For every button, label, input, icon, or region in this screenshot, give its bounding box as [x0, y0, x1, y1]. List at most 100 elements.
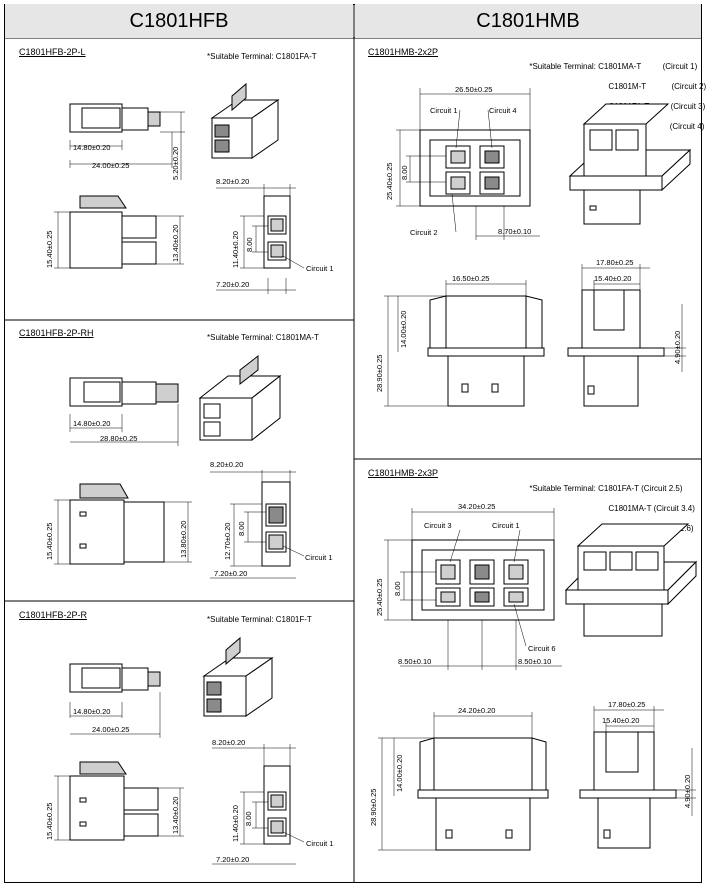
terminal-note: *Suitable Terminal: C1801F-T — [207, 615, 312, 624]
dim-7-20: 7.20±0.20 — [216, 855, 249, 864]
dim-14-80: 14.80±0.20 — [73, 143, 110, 152]
terminal-part-1: C1801FA-T — [598, 484, 639, 493]
section-title: C1801HMB-2x2P — [368, 47, 439, 57]
iso-view — [198, 354, 282, 442]
side-view-b — [567, 264, 686, 407]
terminal-circuit-2: (Circuit 2) — [671, 82, 706, 91]
label-circuit-3: Circuit 3 — [424, 521, 452, 530]
dim-8-70: 8.70±0.10 — [498, 227, 531, 236]
dim-17-80: 17.80±0.25 — [608, 700, 645, 709]
terminal-circuit-1: (Circuit 1) — [662, 62, 698, 71]
dim-4-90: 4.90±0.20 — [683, 775, 692, 808]
dim-8-50-right: 8.50±0.10 — [518, 657, 551, 666]
front-view-bottom — [54, 483, 192, 565]
side-view-top — [69, 663, 161, 738]
section-title: C1801HFB-2P-L — [19, 47, 86, 57]
terminal-part-2: C1801M-T — [608, 82, 647, 91]
dim-8-00: 8.00 — [400, 165, 409, 180]
dim-28-90: 28.90±0.25 — [375, 355, 384, 392]
label-circuit-4: Circuit 4 — [489, 106, 517, 115]
dim-16-50: 16.50±0.25 — [452, 274, 489, 283]
dim-13-80: 13.80±0.20 — [179, 521, 188, 558]
dim-14-80: 14.80±0.20 — [73, 419, 110, 428]
label-circuit-1: Circuit 1 — [492, 521, 520, 530]
dim-28-80: 28.80±0.25 — [100, 434, 137, 443]
iso-view — [564, 523, 698, 637]
end-view — [210, 470, 305, 579]
dim-13-40: 13.40±0.20 — [171, 225, 180, 262]
terminal-circuit-3: (Circuit 3) — [670, 102, 706, 111]
dim-8-00: 8.00 — [237, 521, 246, 536]
front-view-bottom — [54, 195, 184, 269]
section-title: C1801HMB-2x3P — [368, 468, 439, 478]
terminal-part-1: C1801MA-T — [598, 62, 642, 71]
iso-view — [568, 103, 692, 225]
dim-24-00: 24.00±0.25 — [92, 725, 129, 734]
dim-14-00: 14.00±0.20 — [395, 755, 404, 792]
terminal-label: *Suitable Terminal: — [529, 484, 596, 493]
label-circuit-6: Circuit 6 — [528, 644, 556, 653]
label-circuit-1: Circuit 1 — [306, 839, 334, 848]
label-circuit-1: Circuit 1 — [306, 264, 334, 273]
dim-15-40: 15.40±0.25 — [45, 523, 54, 560]
hmb-2x2-drawings: 26.50±0.25 25.40±0.25 8.00 8.70±0.10 Cir… — [375, 85, 692, 407]
section-hfb-2p-r: C1801HFB-2P-R *Suitable Terminal: C1801F… — [19, 610, 334, 865]
dim-28-90: 28.90±0.25 — [369, 789, 378, 826]
iso-view — [202, 636, 274, 717]
dim-11-40: 11.40±0.20 — [231, 805, 240, 842]
dim-13-40: 13.40±0.20 — [171, 797, 180, 834]
section-title: C1801HFB-2P-R — [19, 610, 88, 620]
dim-25-40: 25.40±0.25 — [385, 163, 394, 200]
terminal-circuit-1: (Circuit 2.5) — [641, 484, 683, 493]
dim-24-20: 24.20±0.20 — [458, 706, 495, 715]
dim-8-00: 8.00 — [244, 811, 253, 826]
label-circuit-1: Circuit 1 — [430, 106, 458, 115]
dim-8-20: 8.20±0.20 — [212, 738, 245, 747]
dim-15-40: 15.40±0.20 — [602, 716, 639, 725]
terminal-note: *Suitable Terminal: C1801FA-T — [207, 52, 317, 61]
dim-15-40: 15.40±0.20 — [594, 274, 631, 283]
label-circuit-2: Circuit 2 — [410, 228, 438, 237]
front-view — [384, 508, 562, 670]
front-view — [396, 88, 540, 240]
terminal-note: *Suitable Terminal: C1801MA-T — [207, 333, 319, 342]
dim-4-90: 4.90±0.20 — [673, 331, 682, 364]
side-view-top — [69, 103, 185, 180]
dim-11-40: 11.40±0.20 — [231, 231, 240, 268]
side-view-a — [384, 280, 545, 407]
dim-8-00: 8.00 — [245, 237, 254, 252]
front-view-bottom — [54, 761, 184, 841]
dim-7-20: 7.20±0.20 — [216, 280, 249, 289]
dim-8-00: 8.00 — [393, 581, 402, 596]
end-view — [216, 184, 305, 294]
dim-8-20: 8.20±0.20 — [216, 177, 249, 186]
dim-12-70: 12.70±0.20 — [223, 523, 232, 560]
section-title: C1801HFB-2P-RH — [19, 328, 94, 338]
header-hfb: C1801HFB — [5, 4, 353, 38]
dim-7-20: 7.20±0.20 — [214, 569, 247, 578]
terminal-circuit-4: (Circuit 4) — [669, 122, 705, 131]
side-view-b — [579, 706, 696, 849]
dim-25-40: 25.40±0.25 — [375, 579, 384, 616]
hfb-r-drawings: 14.80±0.20 24.00±0.25 — [45, 636, 334, 865]
section-hfb-2p-l: C1801HFB-2P-L *Suitable Terminal: C1801F… — [0, 0, 354, 320]
section-hmb-2x2p: C1801HMB-2x2P *Suitable Terminal: C1801M… — [368, 47, 706, 407]
dim-34-20: 34.20±0.25 — [458, 502, 495, 511]
terminal-part-2: C1801MA-T — [608, 504, 652, 513]
hfb-l-drawings: 14.80±0.20 24.00±0.25 5.20±0.20 — [45, 82, 334, 294]
terminal-circuit-2: (Circuit 3.4) — [653, 504, 695, 513]
dim-26-50: 26.50±0.25 — [455, 85, 492, 94]
dim-17-80: 17.80±0.25 — [596, 258, 633, 267]
end-view — [212, 744, 305, 865]
side-view-top — [69, 377, 179, 446]
side-view-a — [378, 712, 549, 851]
dim-14-00: 14.00±0.20 — [399, 311, 408, 348]
dim-5-20: 5.20±0.20 — [171, 147, 180, 180]
dim-15-40: 15.40±0.25 — [45, 803, 54, 840]
dim-15-40: 15.40±0.25 — [45, 231, 54, 268]
label-circuit-1: Circuit 1 — [305, 553, 333, 562]
section-hfb-2p-rh: C1801HFB-2P-RH *Suitable Terminal: C1801… — [0, 0, 354, 601]
